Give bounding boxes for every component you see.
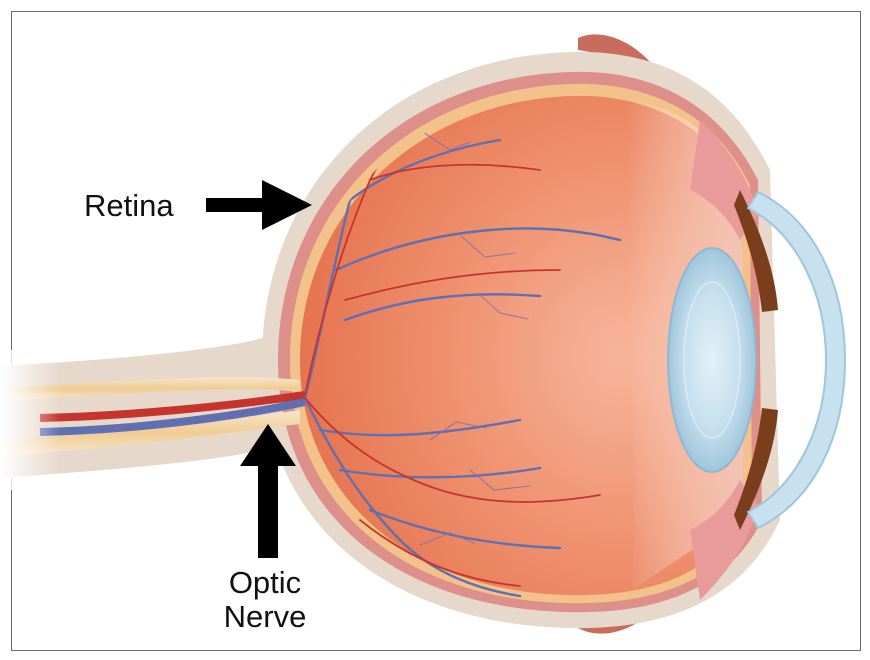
retina-label: Retina: [84, 189, 174, 223]
optic-nerve-label: Optic Nerve: [210, 566, 320, 634]
optic-label-line1: Optic: [210, 566, 320, 600]
optic-label-line2: Nerve: [210, 600, 320, 634]
